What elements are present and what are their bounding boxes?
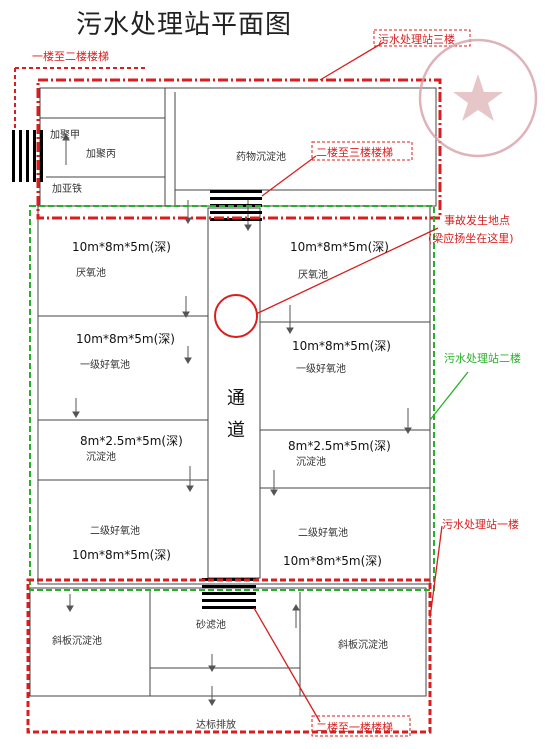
right-anaerobic-dim: 10m*8m*5m(深) [290, 240, 389, 254]
ferrous-dosing-room: 加亚铁 [52, 184, 82, 195]
left-sedimentation-tank: 沉淀池 [86, 452, 116, 463]
page-title: 污水处理站平面图 [76, 10, 293, 40]
floor3-callout-box [373, 29, 471, 47]
corridor-char-1: 通 [227, 388, 245, 409]
accident-callout-line [255, 227, 439, 315]
floor1-label: 污水处理站一楼 [442, 518, 519, 531]
left-aerobic2-dim: 10m*8m*5m(深) [72, 548, 171, 562]
compliant-discharge: 达标排放 [196, 720, 236, 731]
right-aerobic2-dim: 10m*8m*5m(深) [283, 554, 382, 568]
right-aerobic1-dim: 10m*8m*5m(深) [292, 339, 391, 353]
right-aerobic2-tank: 二级好氧池 [298, 528, 348, 539]
left-sedimentation-dim: 8m*2.5m*5m(深) [80, 434, 183, 448]
left-aerobic2-tank: 二级好氧池 [90, 526, 140, 537]
stair-2-3-callout-box [311, 141, 413, 161]
corridor-char-2: 道 [227, 420, 245, 441]
left-aerobic1-tank: 一级好氧池 [80, 360, 130, 371]
stair-2-1-label: 二楼至一楼楼梯 [316, 721, 393, 734]
stair-2-1-symbol [202, 578, 256, 609]
right-inclined-plate-settler: 斜板沉淀池 [338, 640, 388, 651]
left-anaerobic-tank: 厌氧池 [76, 268, 106, 279]
left-inclined-plate-settler: 斜板沉淀池 [52, 636, 102, 647]
official-seal [418, 38, 538, 158]
floor2-callout-line [429, 371, 469, 421]
sand-filter-tank: 砂滤池 [196, 620, 226, 631]
floor3-label: 污水处理站三楼 [378, 33, 455, 46]
stair-1-2-label: 一楼至二楼楼梯 [32, 50, 109, 63]
floor3-callout-line [319, 41, 385, 81]
floor1-boundary [26, 578, 432, 734]
stair-1-2-symbol [12, 130, 43, 182]
pac-b-room: 加聚丙 [86, 149, 116, 160]
right-sedimentation-tank: 沉淀池 [296, 457, 326, 468]
floor2-label: 污水处理站二楼 [444, 352, 521, 365]
floor3-boundary [36, 78, 442, 220]
accident-location-marker [214, 294, 258, 338]
accident-label: 事故发生地点 [444, 214, 510, 227]
right-aerobic1-tank: 一级好氧池 [296, 364, 346, 375]
accident-note: (梁应扬坐在这里) [428, 232, 514, 245]
left-aerobic1-dim: 10m*8m*5m(深) [76, 332, 175, 346]
right-sedimentation-dim: 8m*2.5m*5m(深) [288, 439, 391, 453]
stair-1-2-callout [14, 67, 145, 128]
stair-2-3-label: 二楼至三楼楼梯 [316, 146, 393, 159]
dosing-sedimentation-tank: 药物沉淀池 [236, 152, 286, 163]
stair-2-3-callout-line [261, 155, 317, 197]
stair-2-1-callout-box [311, 715, 411, 737]
floor1-callout-line [429, 525, 443, 619]
stair-2-1-callout-line [253, 607, 321, 723]
stair-2-3-symbol [210, 190, 262, 221]
pac-a-room: 加聚甲 [50, 130, 80, 141]
right-anaerobic-tank: 厌氧池 [298, 270, 328, 281]
left-anaerobic-dim: 10m*8m*5m(深) [72, 240, 171, 254]
floor2-boundary [29, 205, 435, 591]
